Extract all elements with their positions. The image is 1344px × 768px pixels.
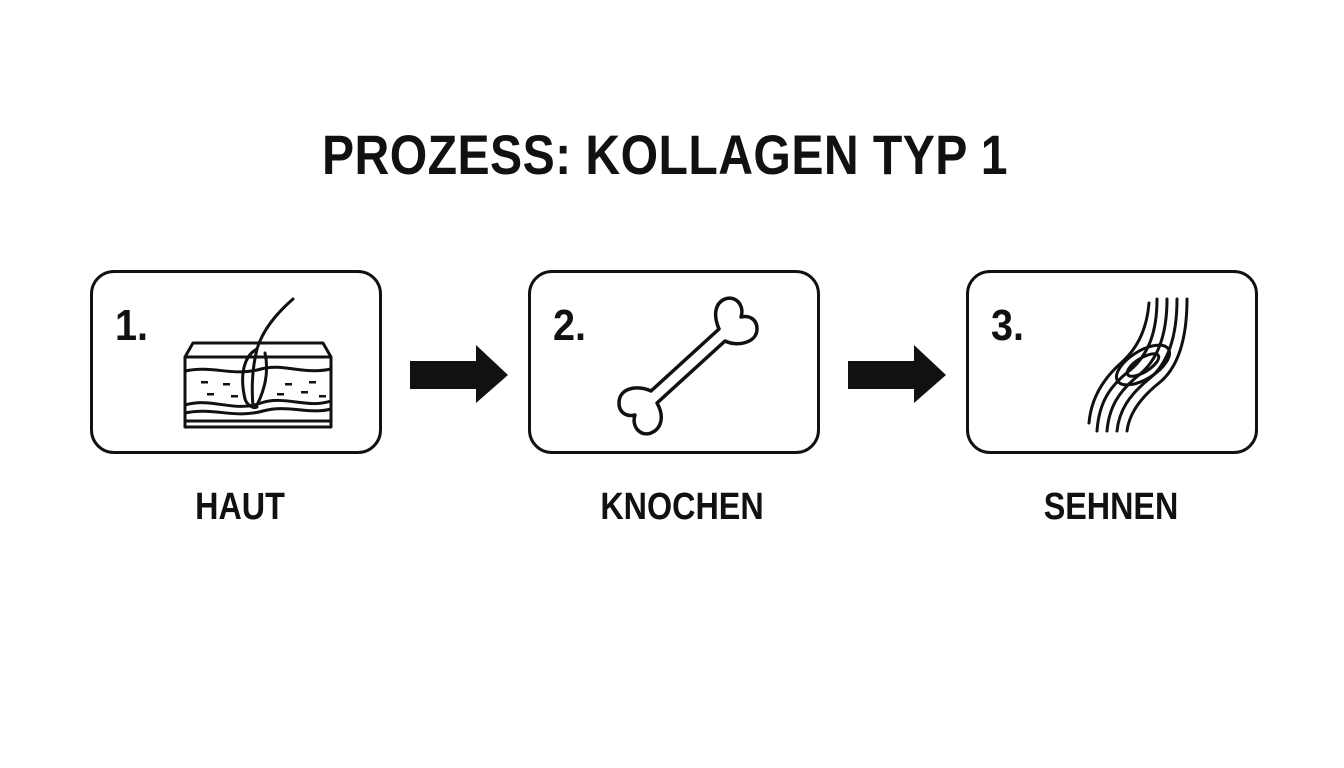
step-number-3: 3. (991, 301, 1025, 350)
step-box-1: 1. (90, 270, 382, 454)
skin-cross-section-icon (183, 297, 333, 429)
tendon-icon (1087, 297, 1189, 433)
arrow-right-icon (848, 345, 946, 403)
step-number-2: 2. (553, 301, 587, 350)
step-box-3: 3. (966, 270, 1258, 454)
step-box-2: 2. (528, 270, 820, 454)
arrow-right-icon (410, 345, 508, 403)
step-label-sehnen: SEHNEN (1043, 486, 1179, 528)
step-label-haut: HAUT (195, 486, 285, 528)
bone-icon (617, 296, 759, 436)
diagram-title: PROZESS: KOLLAGEN TYP 1 (321, 123, 1009, 186)
step-label-knochen: KNOCHEN (600, 486, 764, 528)
step-number-1: 1. (115, 301, 149, 350)
